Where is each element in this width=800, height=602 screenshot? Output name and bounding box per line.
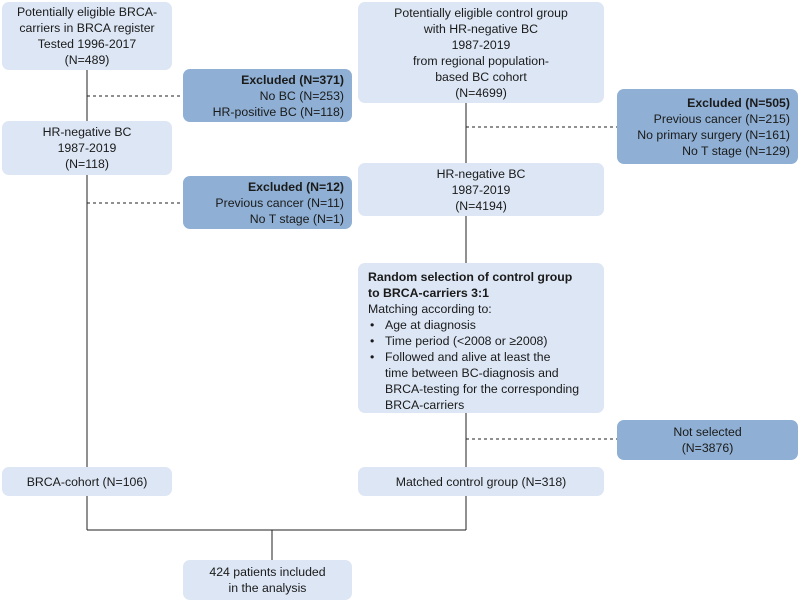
excluded-371-line-2: HR-positive BC (N=118) (212, 104, 344, 119)
control-eligible-line-4: from regional population- (412, 53, 550, 68)
matching-criteria-list: Age at diagnosis Time period (<2008 or ≥… (368, 317, 596, 413)
control-eligible-line-1: Potentially eligible control group (394, 5, 568, 20)
included-line-1: 424 patients included (209, 565, 326, 579)
excluded-505-line-2: No primary surgery (N=161) (637, 127, 790, 142)
matching-criterion-age: Age at diagnosis (368, 317, 596, 333)
excluded-12-box: Excluded (N=12) Previous cancer (N=11) N… (183, 176, 352, 229)
random-selection-heading-1: Random selection of control group (368, 270, 573, 284)
brca-hr-negative-box: HR-negative BC 1987-2019 (N=118) (2, 121, 172, 175)
control-hr-negative-line-3: (N=4194) (455, 198, 507, 213)
excluded-371-box: Excluded (N=371) No BC (N=253) HR-positi… (183, 69, 352, 122)
excluded-12-line-1: Previous cancer (N=11) (215, 195, 344, 210)
brca-register-box: Potentially eligible BRCA- carriers in B… (2, 2, 172, 70)
brca-cohort-box: BRCA-cohort (N=106) (2, 467, 172, 496)
brca-register-line-2: carriers in BRCA register (19, 21, 155, 35)
excluded-371-line-1: No BC (N=253) (259, 88, 344, 103)
matched-control-label: Matched control group (N=318) (395, 474, 567, 489)
excluded-505-line-1: Previous cancer (N=215) (653, 111, 790, 126)
control-eligible-line-2: with HR-negative BC (423, 21, 539, 36)
control-eligible-line-5: based BC cohort (435, 69, 527, 84)
included-patients-box: 424 patients included in the analysis (183, 560, 352, 600)
matching-criterion-time-period: Time period (<2008 or ≥2008) (368, 333, 596, 349)
brca-register-line-1: Potentially eligible BRCA- (16, 5, 158, 19)
brca-hr-negative-line-3: (N=118) (65, 157, 109, 171)
brca-register-line-4: (N=489) (64, 53, 110, 67)
excluded-505-title: Excluded (N=505) (687, 95, 790, 110)
not-selected-line-1: Not selected (673, 425, 742, 439)
matching-criterion-time-period-text: Time period (<2008 or ≥2008) (385, 334, 548, 348)
excluded-505-line-3: No T stage (N=129) (682, 143, 790, 158)
not-selected-line-2: (N=3876) (681, 441, 734, 455)
control-eligible-line-6: (N=4699) (455, 85, 507, 100)
matching-criterion-age-text: Age at diagnosis (385, 318, 476, 332)
brca-cohort-label: BRCA-cohort (N=106) (26, 474, 148, 489)
brca-hr-negative-line-1: HR-negative BC (42, 125, 132, 139)
control-hr-negative-line-2: 1987-2019 (451, 182, 511, 197)
included-line-2: in the analysis (228, 581, 307, 595)
random-selection-box: Random selection of control group to BRC… (358, 263, 604, 413)
matching-criterion-followup-line-2: time between BC-diagnosis and (385, 366, 559, 380)
matching-criterion-followup: Followed and alive at least the time bet… (368, 349, 596, 413)
brca-hr-negative-line-2: 1987-2019 (57, 141, 117, 155)
brca-register-line-3: Tested 1996-2017 (37, 37, 137, 51)
control-eligible-line-3: 1987-2019 (451, 37, 511, 52)
control-hr-negative-line-1: HR-negative BC (436, 166, 526, 181)
random-selection-intro: Matching according to: (368, 302, 492, 316)
excluded-12-line-2: No T stage (N=1) (249, 211, 344, 226)
matched-control-box: Matched control group (N=318) (358, 467, 604, 496)
excluded-371-title: Excluded (N=371) (241, 72, 344, 87)
control-eligible-box: Potentially eligible control group with … (358, 2, 604, 103)
matching-criterion-followup-line-3: BRCA-testing for the corresponding (385, 382, 580, 396)
not-selected-box: Not selected (N=3876) (617, 420, 798, 460)
excluded-505-box: Excluded (N=505) Previous cancer (N=215)… (617, 89, 798, 164)
excluded-12-title: Excluded (N=12) (247, 179, 344, 194)
control-hr-negative-box: HR-negative BC 1987-2019 (N=4194) (358, 163, 604, 216)
random-selection-heading-2: to BRCA-carriers 3:1 (368, 286, 489, 300)
matching-criterion-followup-line-1: Followed and alive at least the (385, 350, 551, 364)
matching-criterion-followup-line-4: BRCA-carriers (385, 398, 465, 412)
